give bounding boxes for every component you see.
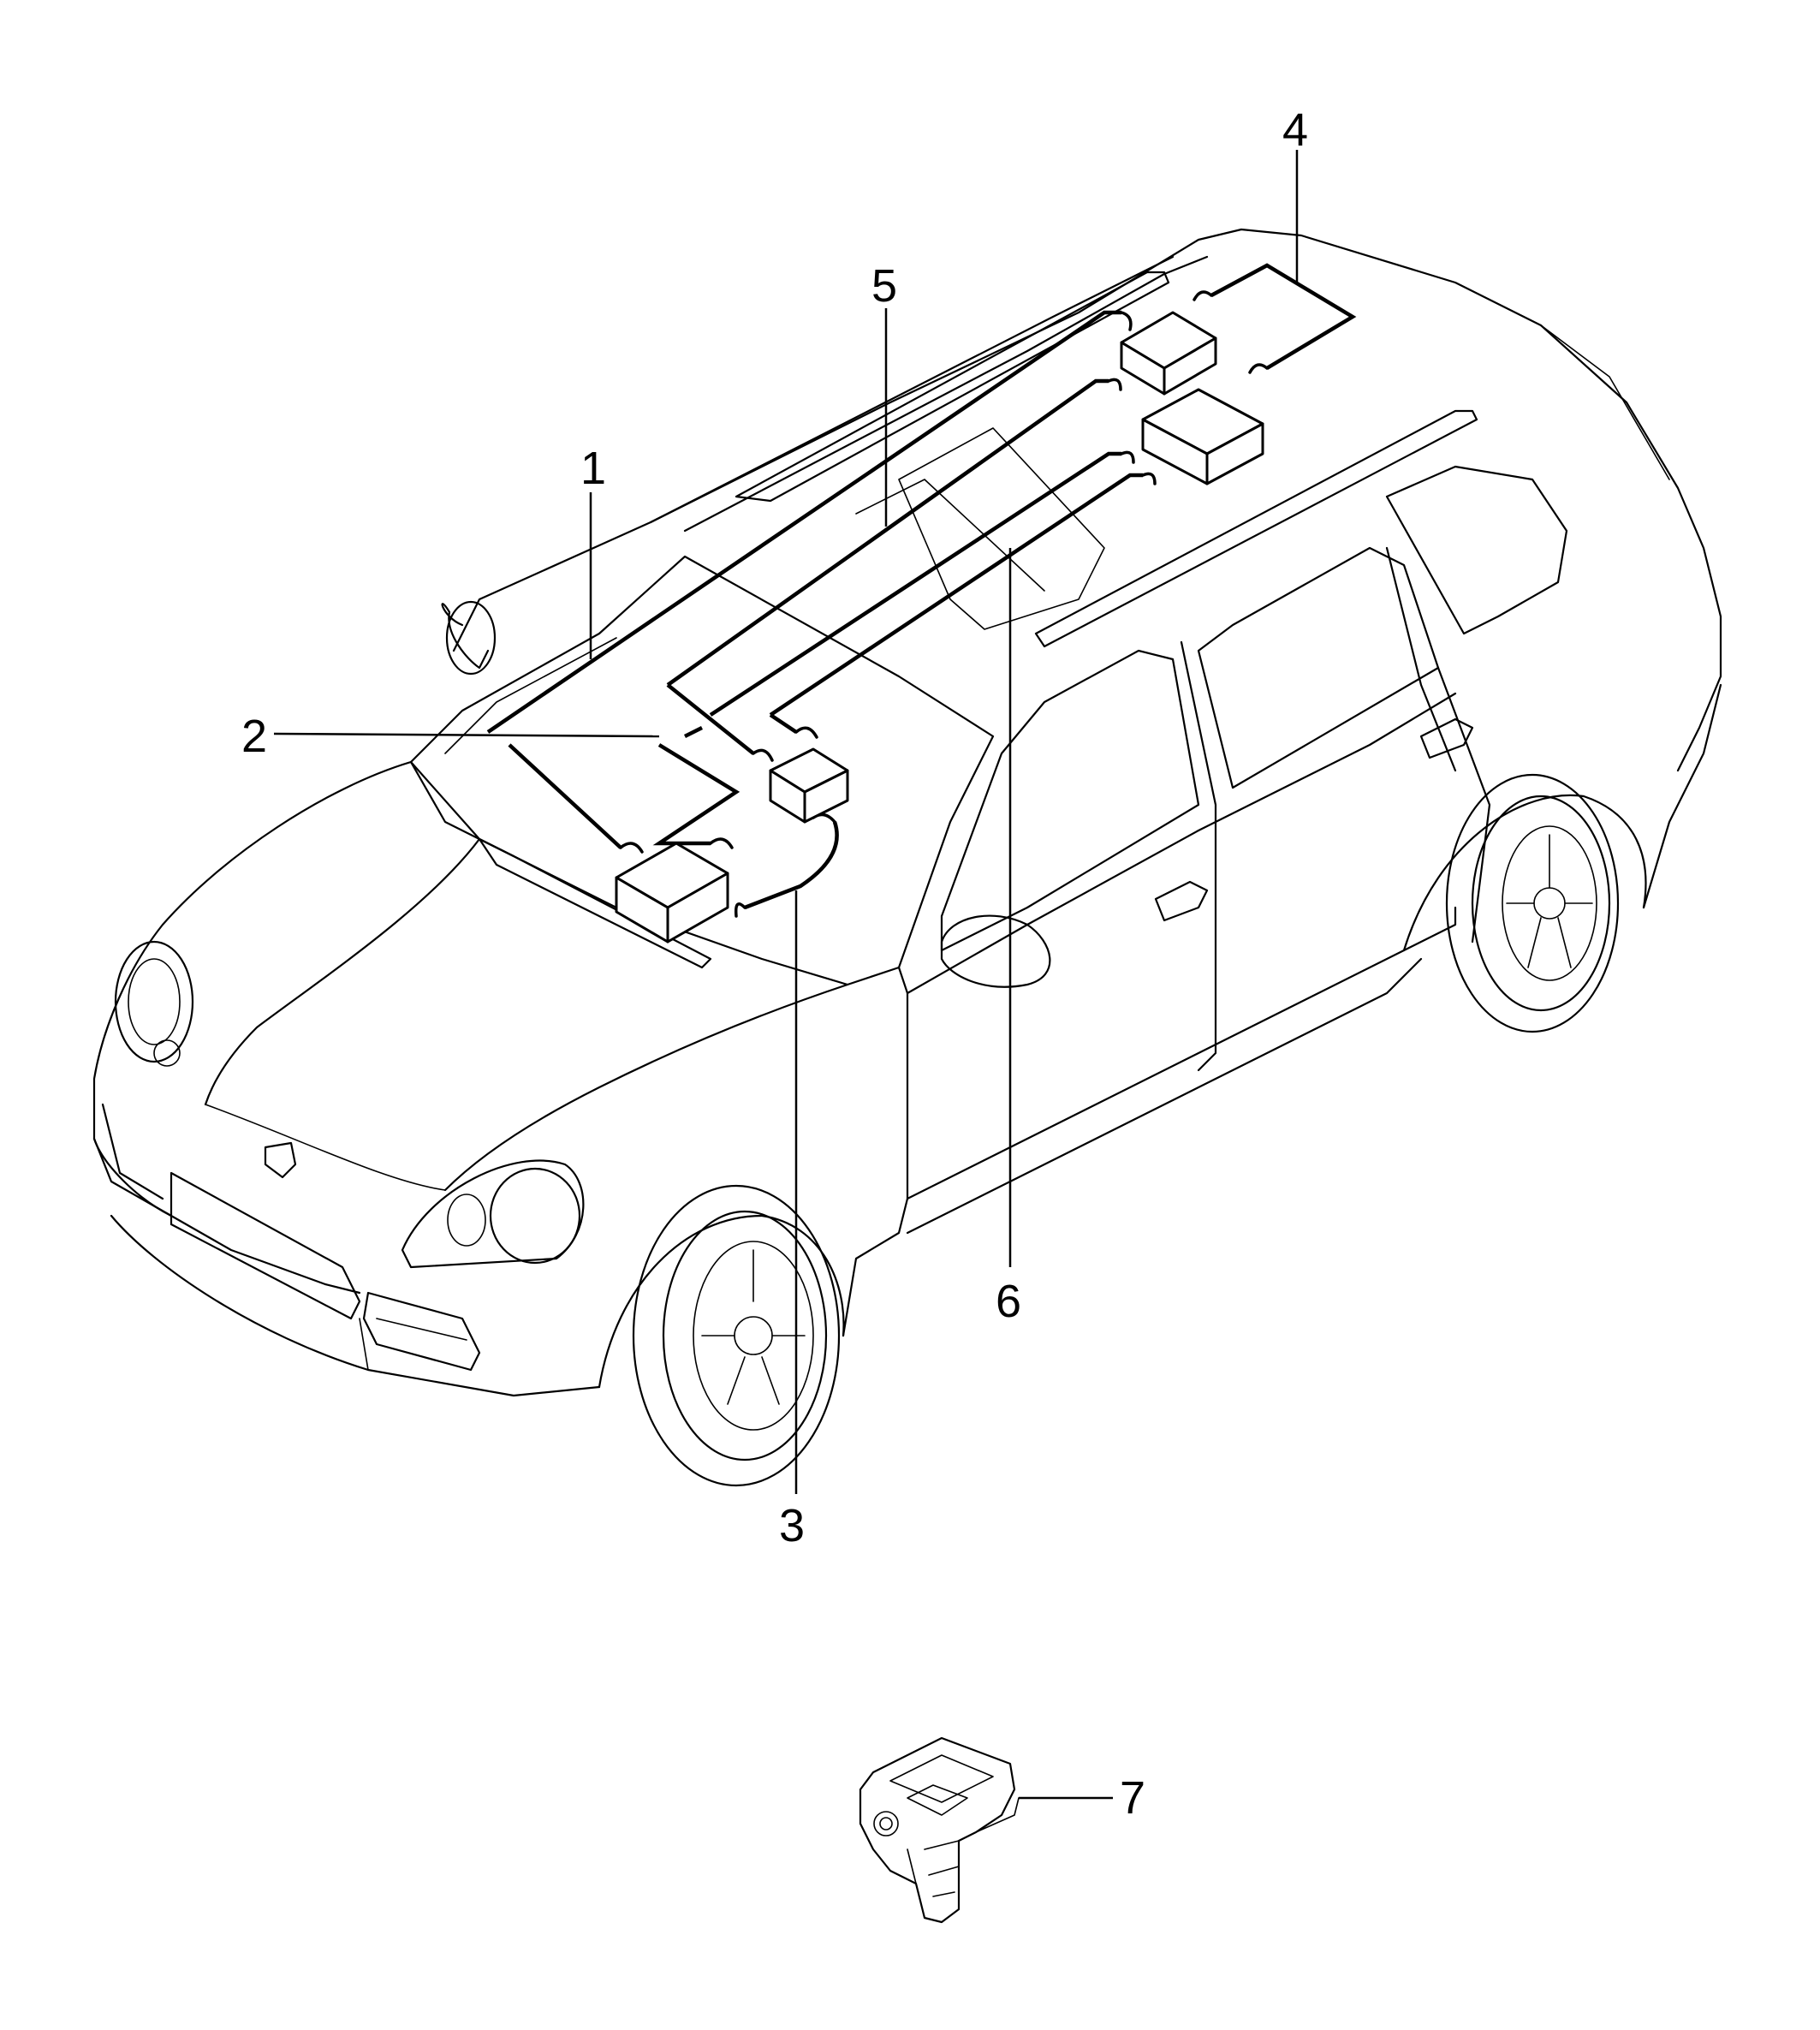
control-unit-front-right bbox=[769, 747, 849, 824]
control-unit-front-left bbox=[615, 842, 729, 944]
callout-7: 7 bbox=[1120, 1772, 1145, 1824]
harness-6 bbox=[709, 450, 1157, 739]
callout-6: 6 bbox=[996, 1276, 1021, 1327]
harness-4 bbox=[1193, 263, 1357, 374]
callout-labels: 1 2 3 4 5 6 7 bbox=[241, 104, 1308, 1824]
harness-2 bbox=[652, 725, 740, 849]
callout-4: 4 bbox=[1282, 104, 1308, 156]
wiring-harnesses bbox=[486, 263, 1357, 918]
callout-5: 5 bbox=[871, 260, 897, 312]
callout-1: 1 bbox=[580, 443, 606, 494]
vehicle-outline bbox=[92, 228, 1722, 1487]
control-units bbox=[615, 311, 1264, 944]
leader-lines bbox=[273, 150, 1299, 1800]
harness-5 bbox=[666, 378, 1122, 762]
harness-3 bbox=[734, 813, 839, 918]
callout-2: 2 bbox=[241, 711, 267, 762]
control-unit-roof-front bbox=[1120, 311, 1217, 396]
callout-3: 3 bbox=[779, 1500, 805, 1551]
harness-1 bbox=[486, 310, 1133, 854]
part-7-sensor bbox=[859, 1736, 1020, 1924]
leader-2 bbox=[273, 732, 660, 738]
control-unit-roof-rear bbox=[1141, 388, 1264, 485]
